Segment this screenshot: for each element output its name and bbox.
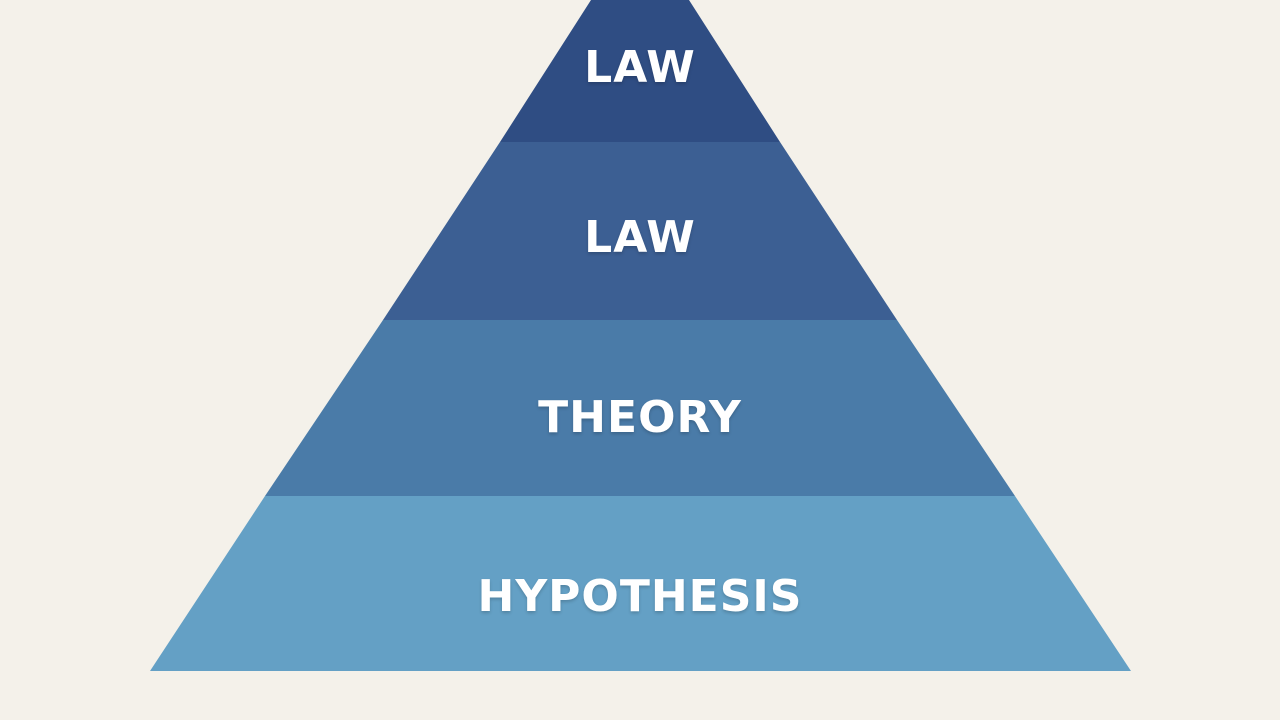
pyramid-layer-2 [383, 142, 897, 320]
layer-4-label: HYPOTHESIS [477, 571, 803, 622]
layer-1-label: LAW [584, 42, 696, 93]
pyramid-layer-3 [265, 320, 1015, 496]
layer-3-label: THEORY [538, 392, 742, 443]
pyramid-layer-1 [500, 0, 780, 142]
layer-2-label: LAW [584, 212, 696, 263]
pyramid-layer-4 [150, 496, 1131, 671]
